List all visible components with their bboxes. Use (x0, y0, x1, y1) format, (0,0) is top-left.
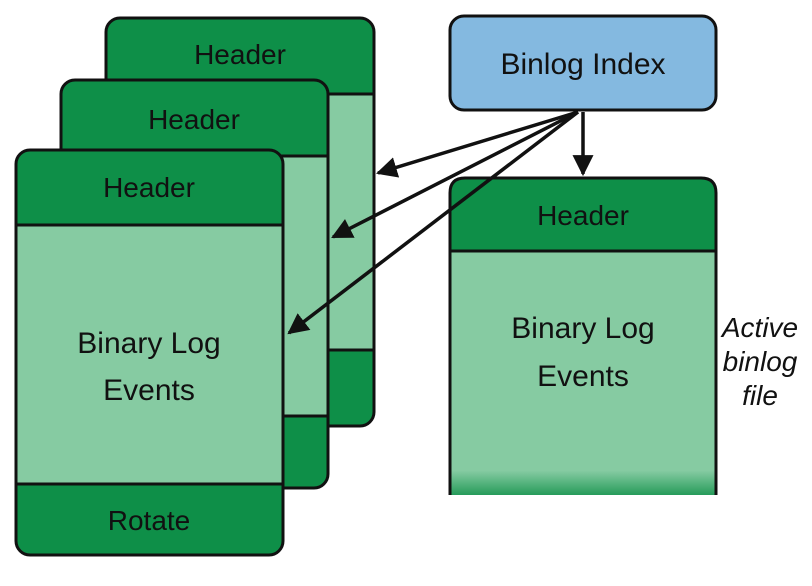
arrow-to-back-file (375, 110, 579, 178)
front-file-header-label: Header (103, 172, 195, 203)
binlog-index-box: Binlog Index (448, 14, 718, 112)
active-binlog-file-label: Active binlog file (720, 312, 798, 411)
binlog-file-front: Header Binary Log Events Rotate (14, 148, 285, 557)
active-label-line1: Active (720, 312, 798, 343)
active-file-body-line2: Events (537, 360, 629, 393)
middle-file-header-label: Header (148, 104, 240, 135)
binlog-index-label: Binlog Index (500, 48, 665, 81)
front-file-body-line2: Events (103, 374, 195, 407)
rotate-event-label: Rotate (108, 505, 191, 536)
arrow-to-middle-file (331, 110, 579, 239)
active-binlog-file: Header Binary Log Events (448, 176, 718, 495)
arrow-to-front-file (287, 110, 580, 335)
index-pointers (287, 110, 594, 335)
active-file-body-line1: Binary Log (511, 312, 654, 345)
front-file-body-line1: Binary Log (77, 327, 220, 360)
active-label-line2: binlog (723, 346, 798, 377)
active-file-header-label: Header (537, 200, 629, 231)
active-label-line3: file (742, 380, 778, 411)
back-file-header-label: Header (194, 39, 286, 70)
